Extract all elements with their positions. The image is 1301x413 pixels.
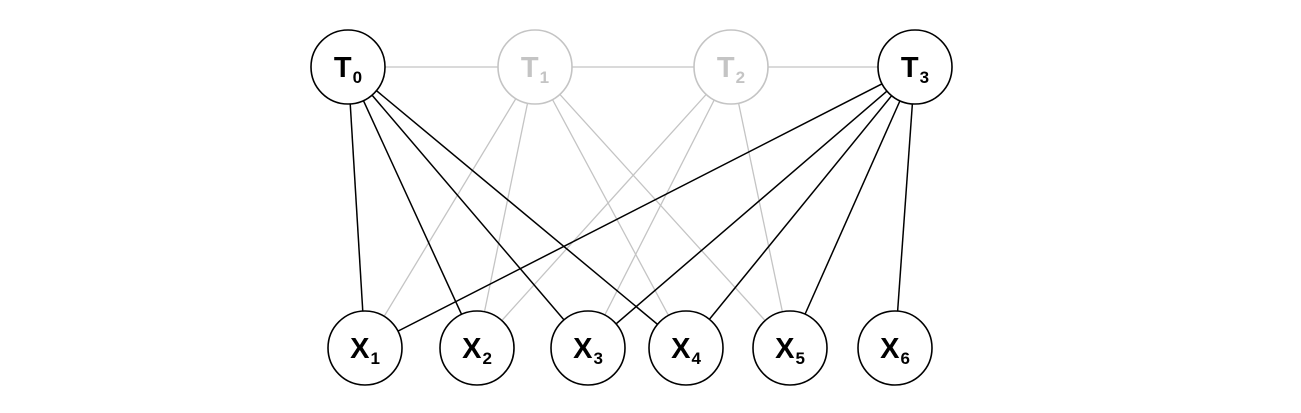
node-circle-x6 bbox=[857, 310, 933, 386]
node-label-x5: X5 bbox=[775, 333, 805, 368]
node-label-t1: T1 bbox=[521, 52, 549, 87]
node-label-t2: T2 bbox=[717, 52, 745, 87]
connection-edges bbox=[347, 66, 916, 349]
edge-t1-x4 bbox=[534, 66, 687, 349]
edge-t3-x6 bbox=[894, 66, 916, 349]
edge-t2-x2 bbox=[476, 66, 732, 349]
edge-t2-x3 bbox=[587, 66, 732, 349]
node-circle-x5 bbox=[752, 310, 828, 386]
node-circle-t1 bbox=[497, 29, 573, 105]
node-circle-x2 bbox=[439, 310, 515, 386]
node-circle-t3 bbox=[877, 29, 953, 105]
node-circle-x4 bbox=[648, 310, 724, 386]
node-x2: X2 bbox=[439, 310, 515, 386]
edge-t2-x5 bbox=[730, 66, 791, 349]
edge-t0-x1 bbox=[347, 66, 366, 349]
edge-t1-x2 bbox=[476, 66, 536, 349]
node-label-t3: T3 bbox=[901, 52, 929, 87]
node-label-x6: X6 bbox=[880, 333, 910, 368]
edge-t3-x5 bbox=[789, 66, 916, 349]
node-label-x3: X3 bbox=[573, 333, 603, 368]
node-circle-x3 bbox=[550, 310, 626, 386]
edge-t1-x5 bbox=[534, 66, 791, 349]
node-t3: T3 bbox=[877, 29, 953, 105]
node-circle-t2 bbox=[693, 29, 769, 105]
node-circle-x1 bbox=[327, 310, 403, 386]
edge-t3-x4 bbox=[685, 66, 916, 349]
node-circle-t0 bbox=[310, 29, 386, 105]
node-x1: X1 bbox=[327, 310, 403, 386]
edge-t3-x3 bbox=[587, 66, 916, 349]
edge-t1-x1 bbox=[364, 66, 536, 349]
node-label-x1: X1 bbox=[350, 333, 380, 368]
edge-t0-x2 bbox=[347, 66, 478, 349]
edge-t0-x4 bbox=[347, 66, 687, 349]
node-label-x2: X2 bbox=[462, 333, 492, 368]
node-t2: T2 bbox=[693, 29, 769, 105]
node-t1: T1 bbox=[497, 29, 573, 105]
node-label-x4: X4 bbox=[671, 333, 701, 368]
node-x4: X4 bbox=[648, 310, 724, 386]
node-x3: X3 bbox=[550, 310, 626, 386]
node-x5: X5 bbox=[752, 310, 828, 386]
node-label-t0: T0 bbox=[334, 52, 362, 87]
node-x6: X6 bbox=[857, 310, 933, 386]
edge-t0-x3 bbox=[347, 66, 589, 349]
edge-t3-x1 bbox=[364, 66, 916, 349]
node-t0: T0 bbox=[310, 29, 386, 105]
